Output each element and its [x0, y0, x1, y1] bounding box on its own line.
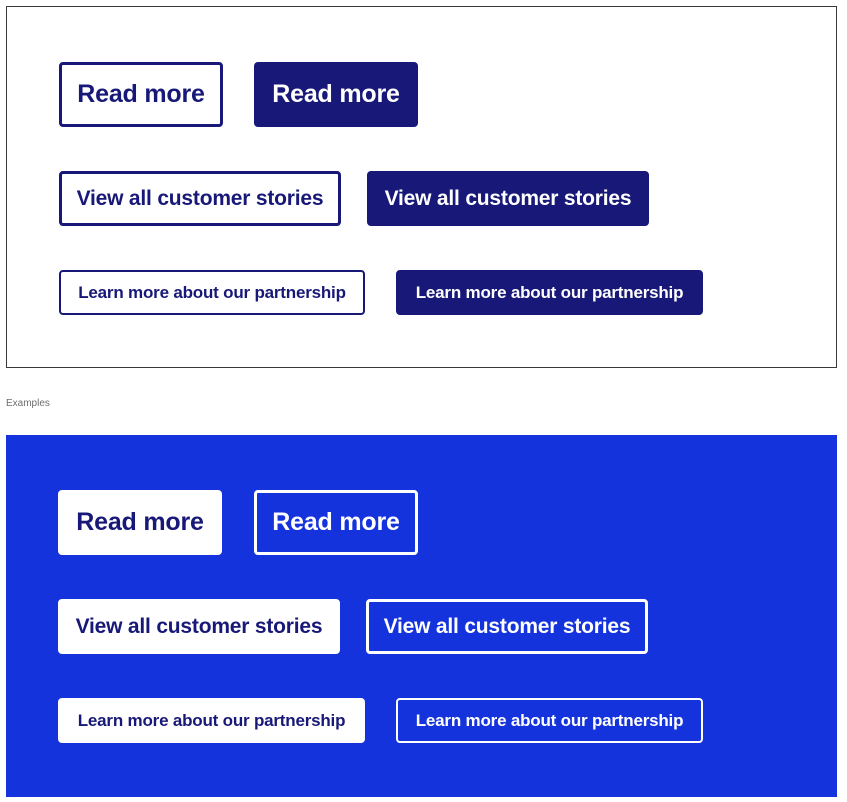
view-all-customer-stories-filled-button[interactable]: View all customer stories: [367, 171, 649, 226]
dark-examples-panel: Read more Read more View all customer st…: [6, 435, 837, 797]
read-more-white-button[interactable]: Read more: [58, 490, 222, 555]
learn-more-partnership-outline-button[interactable]: Learn more about our partnership: [59, 270, 365, 315]
learn-more-partnership-white-outline-button[interactable]: Learn more about our partnership: [396, 698, 703, 743]
view-all-customer-stories-white-button[interactable]: View all customer stories: [58, 599, 340, 654]
learn-more-partnership-filled-button[interactable]: Learn more about our partnership: [396, 270, 703, 315]
view-all-customer-stories-outline-button[interactable]: View all customer stories: [59, 171, 341, 226]
learn-more-partnership-white-button[interactable]: Learn more about our partnership: [58, 698, 365, 743]
read-more-white-outline-button[interactable]: Read more: [254, 490, 418, 555]
read-more-outline-button[interactable]: Read more: [59, 62, 223, 127]
examples-caption: Examples: [6, 398, 50, 409]
light-examples-panel: Read more Read more View all customer st…: [6, 6, 837, 368]
view-all-customer-stories-white-outline-button[interactable]: View all customer stories: [366, 599, 648, 654]
read-more-filled-button[interactable]: Read more: [254, 62, 418, 127]
